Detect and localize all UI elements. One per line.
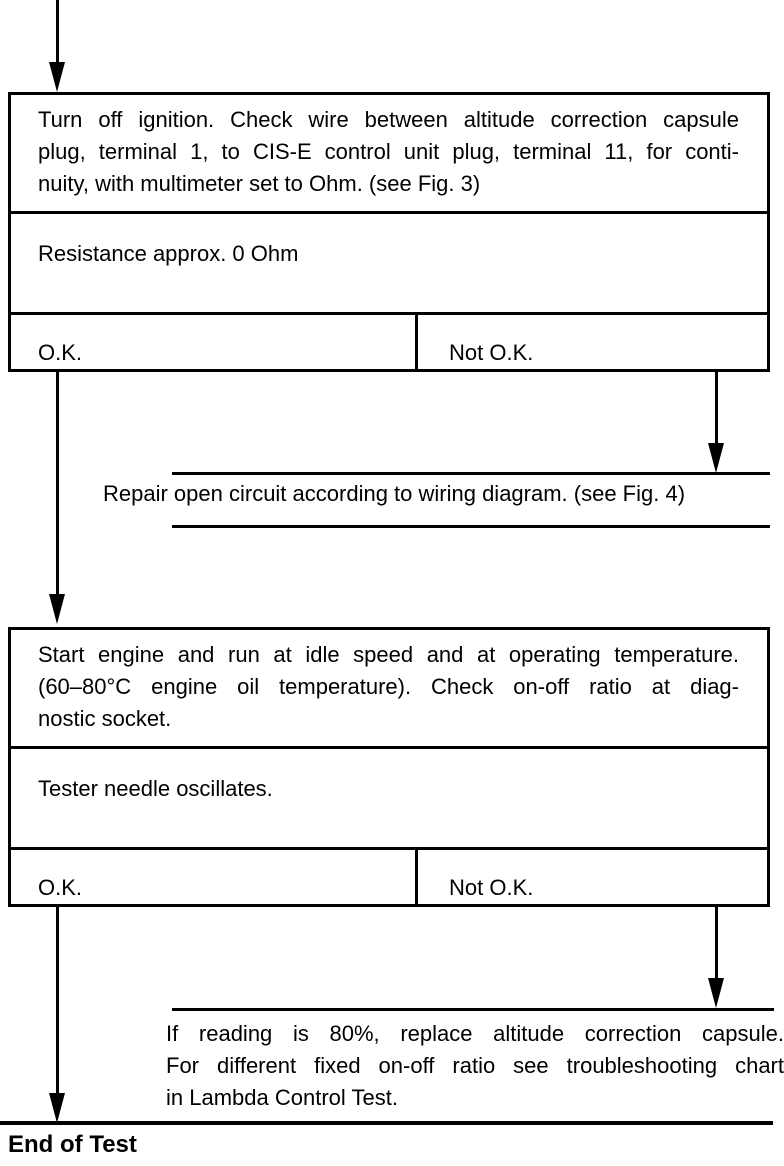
step2-not-ok-cell: Not O.K. xyxy=(418,850,767,904)
repair-note-text: Repair open circuit according to wiring … xyxy=(103,481,686,506)
ok-label: O.K. xyxy=(38,340,83,365)
end-of-test-rule xyxy=(0,1121,773,1125)
step1-not-ok-cell: Not O.K. xyxy=(418,315,767,369)
arrow-shaft xyxy=(715,907,718,982)
arrow-shaft xyxy=(56,0,59,66)
not-ok-label: Not O.K. xyxy=(449,340,534,365)
arrowhead-down-icon xyxy=(708,443,724,473)
step1-ok-cell: O.K. xyxy=(11,315,418,369)
step1-instruction-line: nuity, with multimeter set to Ohm. (see … xyxy=(38,171,481,196)
step1-result-text: Resistance approx. 0 Ohm xyxy=(38,240,299,266)
step1-ok-arrow xyxy=(49,372,65,624)
step2-instruction-line: Start engine and run at idle speed and a… xyxy=(38,642,739,667)
replace-note-line: in Lambda Control Test. xyxy=(166,1085,398,1110)
arrowhead-down-icon xyxy=(49,62,65,92)
step2-ok-arrow xyxy=(49,907,65,1123)
arrowhead-down-icon xyxy=(708,978,724,1008)
not-ok-label: Not O.K. xyxy=(449,875,534,900)
end-of-test-label: End of Test xyxy=(8,1131,137,1158)
step2-not-ok-arrow xyxy=(708,907,724,1008)
step1-instruction-line: plug, terminal 1, to CIS-E control unit … xyxy=(38,139,739,164)
replace-note-line: If reading is 80%, replace altitude corr… xyxy=(166,1021,784,1046)
arrow-shaft xyxy=(56,372,59,598)
ok-label: O.K. xyxy=(38,875,83,900)
step1-instruction: Turn off ignition. Check wire between al… xyxy=(11,95,767,214)
step2-result-text: Tester needle oscillates. xyxy=(38,775,273,801)
step2-decision-row: O.K. Not O.K. xyxy=(11,850,767,904)
step1-decision-row: O.K. Not O.K. xyxy=(11,315,767,369)
arrow-shaft xyxy=(56,907,59,1097)
flow-start-arrow xyxy=(49,0,65,92)
arrow-shaft xyxy=(715,372,718,447)
repair-note-bottom-rule xyxy=(172,525,770,528)
step1-result-row: Resistance approx. 0 Ohm xyxy=(11,214,767,315)
step2-result-row: Tester needle oscillates. xyxy=(11,749,767,850)
repair-note-top-rule xyxy=(172,472,770,475)
step2-instruction: Start engine and run at idle speed and a… xyxy=(11,630,767,749)
step2-instruction-line: nostic socket. xyxy=(38,706,172,731)
step1-instruction-line: Turn off ignition. Check wire between al… xyxy=(38,107,739,132)
arrowhead-down-icon xyxy=(49,1093,65,1123)
arrowhead-down-icon xyxy=(49,594,65,624)
replace-note-text: If reading is 80%, replace altitude corr… xyxy=(166,1018,784,1114)
step2-instruction-line: (60–80°C engine oil temperature). Check … xyxy=(38,674,739,699)
step2-box: Start engine and run at idle speed and a… xyxy=(8,627,770,907)
replace-note-top-rule xyxy=(172,1008,774,1011)
step2-ok-cell: O.K. xyxy=(11,850,418,904)
step1-box: Turn off ignition. Check wire between al… xyxy=(8,92,770,372)
replace-note-line: For different fixed on-off ratio see tro… xyxy=(166,1053,784,1078)
step1-not-ok-arrow xyxy=(708,372,724,473)
